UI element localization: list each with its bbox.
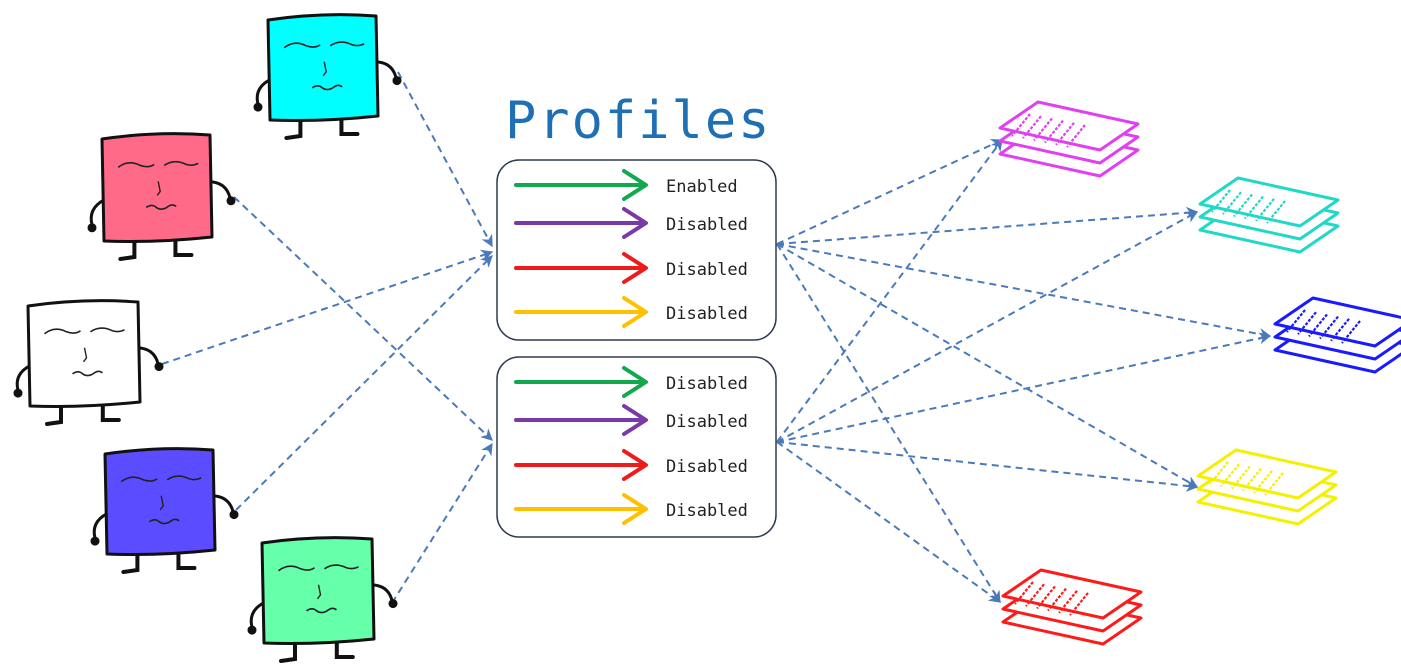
magenta-document-stack-icon — [998, 100, 1140, 178]
connector-line-4 — [235, 255, 493, 511]
profile-2-row-2-arrow-icon — [514, 404, 648, 436]
profile-2-row-4-status: Disabled — [666, 501, 748, 521]
profile-2-row-3-arrow-icon — [514, 449, 648, 481]
blue-character-icon — [90, 447, 239, 574]
documents-group — [998, 100, 1401, 646]
yellow-document-stack-icon — [1196, 448, 1338, 526]
profile-2-row-1-status: Disabled — [666, 374, 748, 394]
profile-1-row-2-arrow-icon — [514, 207, 648, 239]
profile-box-1-frame — [496, 159, 777, 341]
profile-1-row-3: Disabled — [514, 252, 748, 284]
green-character-icon — [247, 536, 398, 663]
connector-line-11 — [776, 139, 1003, 443]
connector-line-12 — [776, 211, 1199, 443]
profile-2-row-1: Disabled — [514, 366, 748, 398]
profile-1-row-3-arrow-icon — [514, 252, 648, 284]
white-character-icon — [13, 299, 164, 426]
red-document-stack-icon — [1001, 568, 1143, 646]
diagram-title: Profiles — [505, 91, 771, 151]
profile-2-row-1-arrow-icon — [514, 366, 648, 398]
connector-line-7 — [776, 206, 1199, 245]
pink-character-icon — [87, 132, 236, 261]
profile-1-row-3-status: Disabled — [666, 260, 748, 280]
connector-line-6 — [776, 139, 1004, 245]
connector-line-13 — [776, 332, 1272, 443]
profile-1-row-4-arrow-icon — [514, 296, 648, 328]
profile-1-row-2: Disabled — [514, 207, 748, 239]
connector-line-1 — [397, 71, 493, 248]
profile-box-1: Enabled Disabled Disabled Disabled — [496, 159, 777, 341]
profile-2-row-3: Disabled — [514, 449, 748, 481]
profile-1-row-2-status: Disabled — [666, 215, 748, 235]
profile-2-row-4: Disabled — [514, 493, 748, 525]
connector-line-3 — [161, 249, 494, 365]
profile-2-row-3-status: Disabled — [666, 457, 748, 477]
connector-line-8 — [776, 243, 1272, 340]
connector-line-5 — [391, 442, 493, 604]
profile-1-row-1-arrow-icon — [514, 169, 648, 201]
teal-document-stack-icon — [1198, 176, 1340, 254]
profile-box-2: Disabled Disabled Disabled Disabled — [496, 356, 777, 538]
profile-1-row-4: Disabled — [514, 296, 748, 328]
connector-line-14 — [776, 441, 1199, 492]
connector-line-10 — [776, 243, 1001, 604]
profile-2-row-2: Disabled — [514, 404, 748, 436]
characters-group — [13, 13, 402, 663]
profile-1-row-1: Enabled — [514, 169, 738, 201]
profile-1-row-1-status: Enabled — [666, 177, 738, 197]
profile-2-row-4-arrow-icon — [514, 493, 648, 525]
blue-document-stack-icon — [1273, 296, 1401, 374]
connector-line-2 — [233, 196, 493, 441]
connector-lines — [161, 71, 1272, 604]
profile-2-row-2-status: Disabled — [666, 412, 748, 432]
profile-box-2-frame — [496, 356, 777, 538]
connector-line-15 — [776, 441, 1001, 603]
connector-line-9 — [776, 243, 1199, 488]
cyan-character-icon — [253, 13, 402, 140]
profile-1-row-4-status: Disabled — [666, 304, 748, 324]
